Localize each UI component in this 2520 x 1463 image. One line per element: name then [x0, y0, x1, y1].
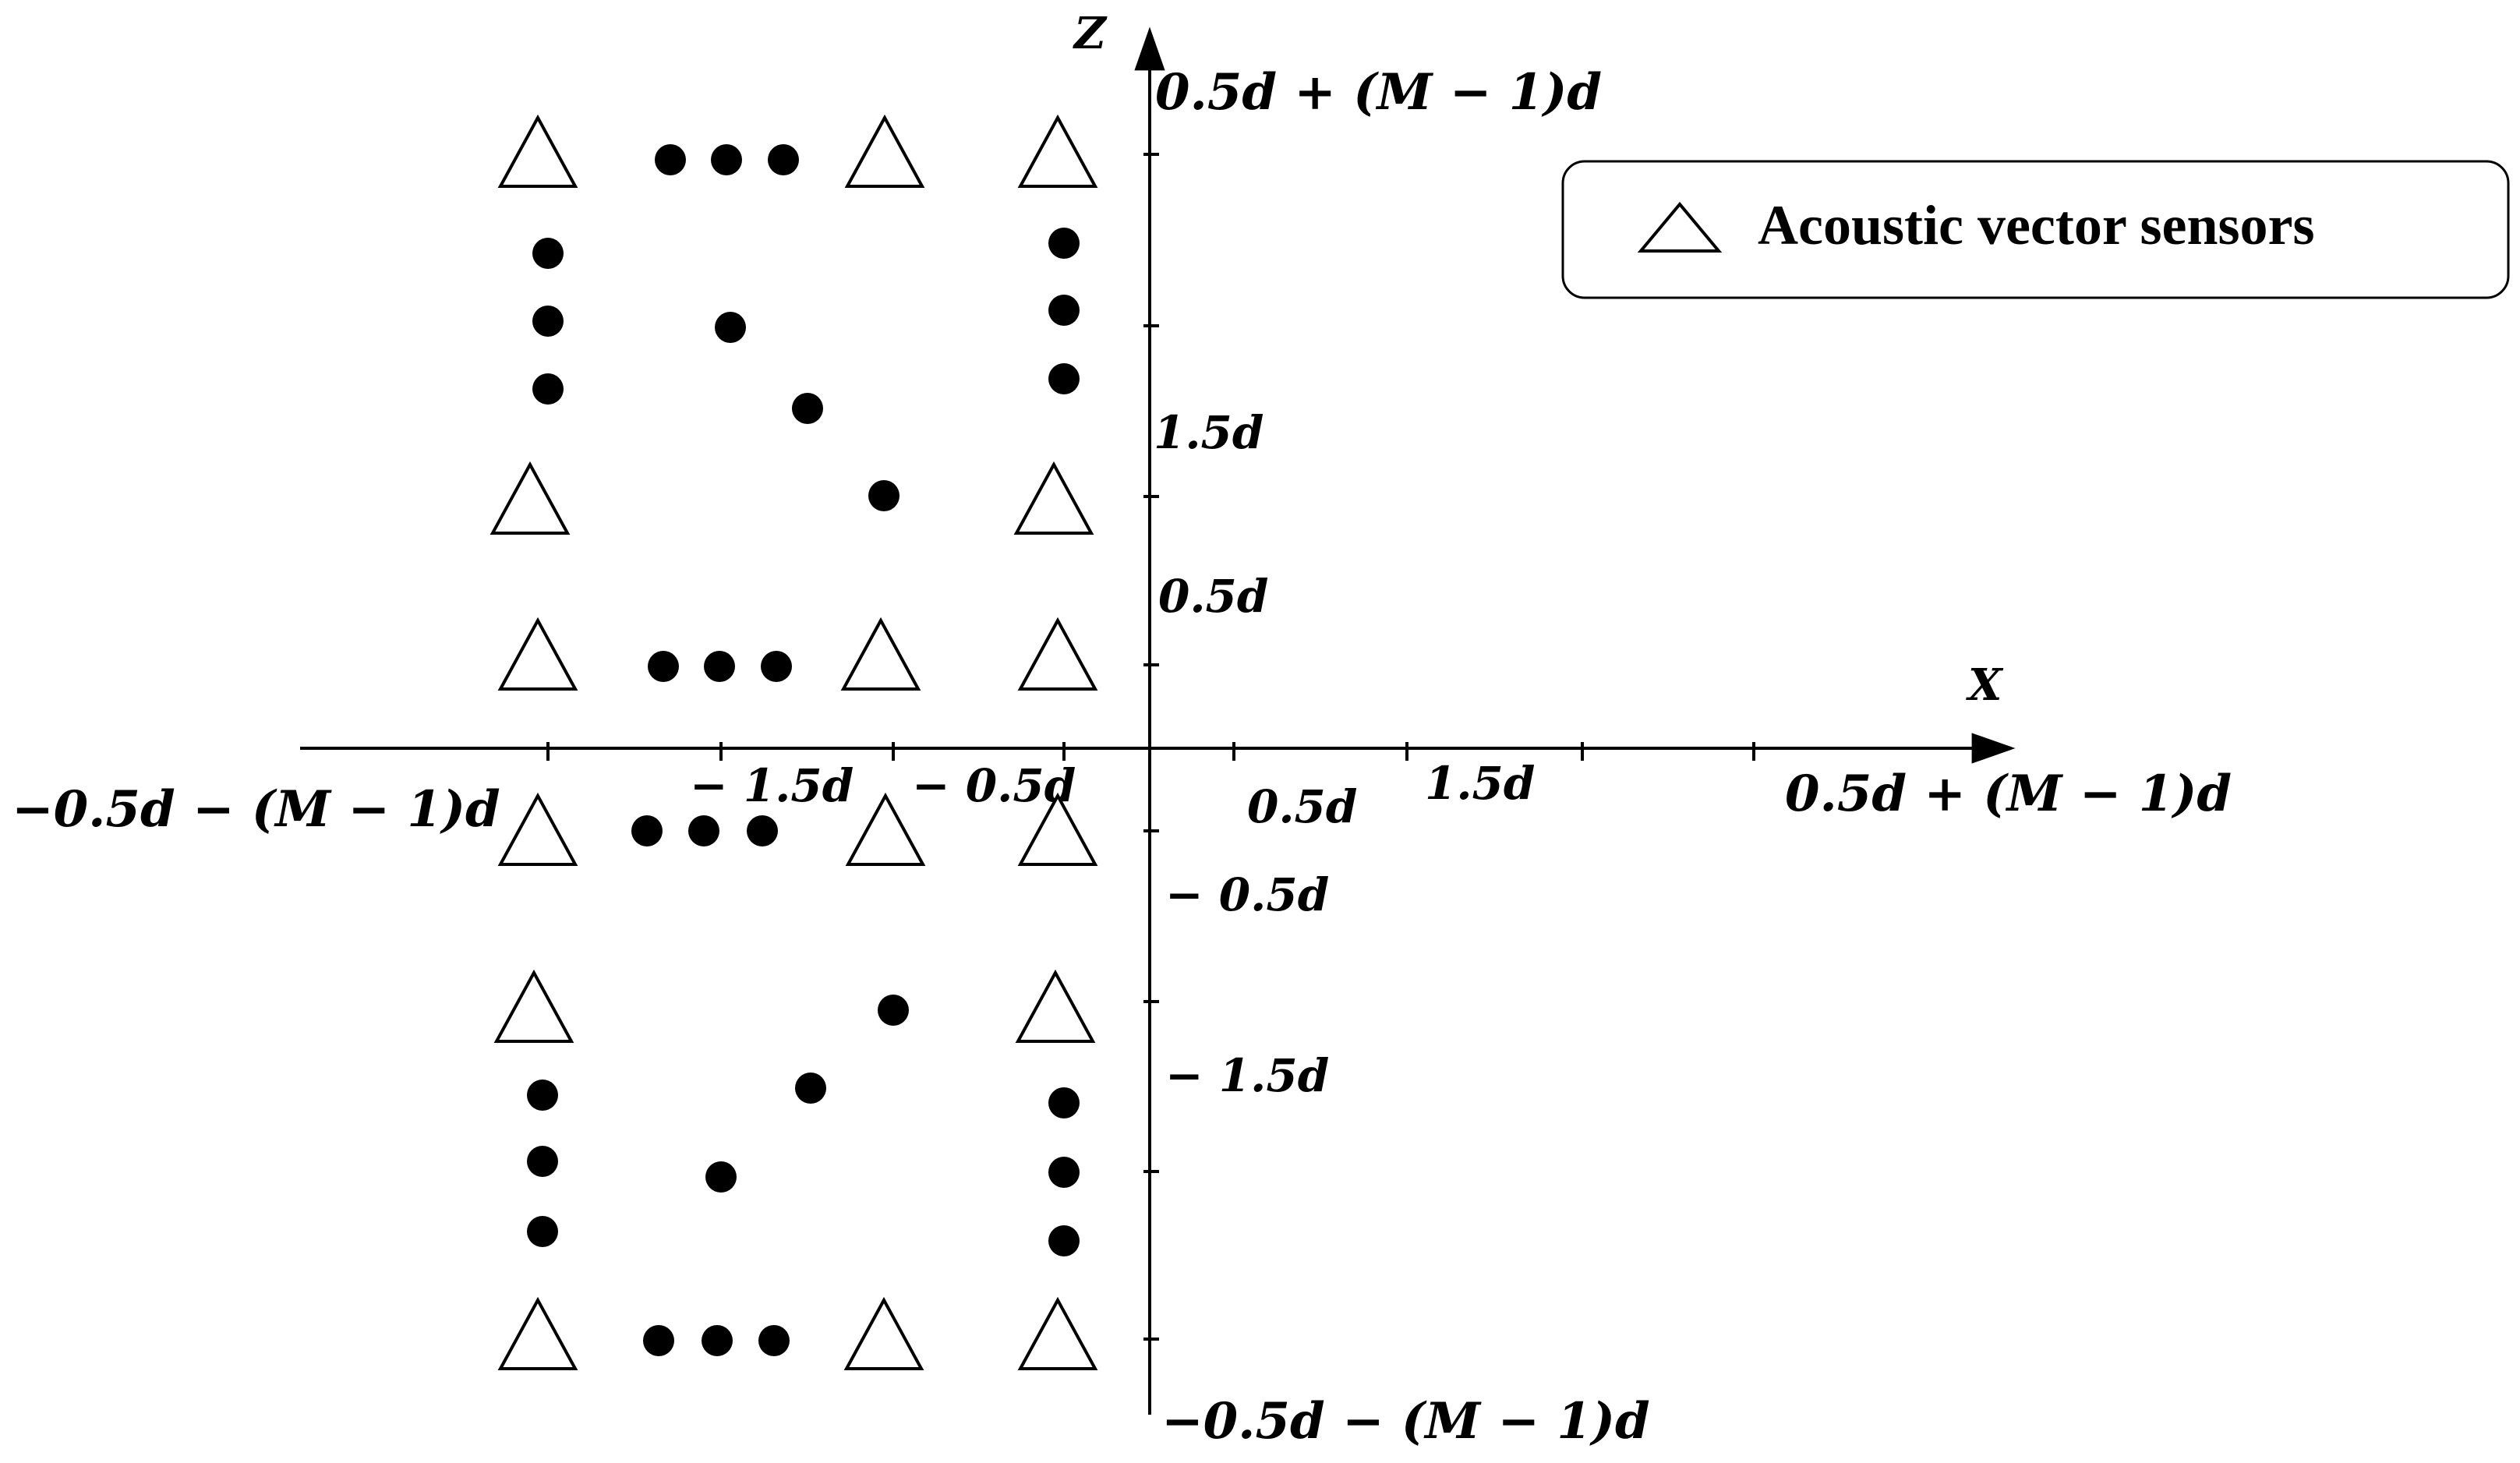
triangle-outline-icon	[1637, 201, 1723, 253]
filled-dot-icon	[768, 144, 799, 175]
z-tick-label-neg-0-5: − 0.5d	[1165, 868, 1329, 921]
z-tick-label-neg-1-5: − 1.5d	[1165, 1049, 1329, 1102]
triangle-outline-icon	[497, 792, 578, 866]
filled-dot-icon	[643, 1325, 674, 1356]
filled-dot-icon	[711, 144, 742, 175]
filled-dot-icon	[758, 1325, 790, 1356]
legend: Acoustic vector sensors	[1561, 160, 2510, 299]
sensor-markers	[490, 114, 1098, 1370]
z-tick-label-pos-outer: 0.5d + (M − 1)d	[1155, 63, 1602, 122]
filled-dot-icon	[631, 815, 663, 846]
filled-dot-icon	[1048, 228, 1080, 259]
triangle-outline-icon	[497, 617, 578, 691]
x-tick-label-neg-0-5: − 0.5d	[912, 759, 1076, 812]
filled-dot-icon	[792, 393, 823, 424]
filled-dot-icon	[761, 651, 792, 682]
axes: X Z	[300, 8, 2016, 1415]
filled-dot-icon	[702, 1325, 733, 1356]
triangle-outline-icon	[493, 969, 574, 1043]
triangle-outline-icon	[1017, 114, 1098, 188]
filled-dot-icon	[655, 144, 686, 175]
filled-dot-icon	[878, 995, 909, 1026]
filled-dot-icon	[527, 1080, 558, 1111]
legend-sensor-label: Acoustic vector sensors	[1758, 194, 2315, 256]
x-tick-label-neg-outer: −0.5d − (M − 1)d	[12, 780, 500, 839]
x-tick-label-pos-1-5: 1.5d	[1425, 757, 1535, 810]
filled-dot-icon	[527, 1146, 558, 1177]
z-tick-labels: 0.5d + (M − 1)d 1.5d 0.5d − 0.5d − 1.5d …	[1154, 63, 1650, 1451]
filled-dot-icon	[747, 815, 778, 846]
ellipsis-dots	[527, 144, 1080, 1356]
z-tick-label-neg-outer: −0.5d − (M − 1)d	[1161, 1392, 1650, 1451]
filled-dot-icon	[532, 238, 564, 269]
filled-dot-icon	[705, 1161, 737, 1193]
filled-dot-icon	[795, 1073, 826, 1104]
legend-box	[1561, 160, 2510, 299]
z-tick-label-pos-1-5: 1.5d	[1154, 406, 1264, 459]
x-axis-ticks	[546, 742, 1755, 761]
filled-dot-icon	[527, 1216, 558, 1247]
z-axis-name: Z	[1073, 8, 1108, 59]
x-tick-label-pos-0-5: 0.5d	[1247, 780, 1357, 833]
filled-dot-icon	[1048, 1087, 1080, 1118]
triangle-outline-icon	[844, 114, 925, 188]
triangle-outline-icon	[497, 114, 578, 188]
triangle-outline-icon	[497, 1296, 578, 1370]
x-axis-name: X	[1966, 659, 2004, 711]
filled-dot-icon	[532, 306, 564, 337]
triangle-outline-icon	[1017, 792, 1098, 866]
filled-dot-icon	[1048, 1157, 1080, 1188]
filled-dot-icon	[532, 373, 564, 405]
filled-dot-icon	[1048, 363, 1080, 394]
filled-dot-icon	[1048, 295, 1080, 326]
filled-dot-icon	[648, 651, 679, 682]
filled-dot-icon	[1048, 1225, 1080, 1256]
triangle-outline-icon	[1017, 1296, 1098, 1370]
triangle-outline-icon	[1013, 461, 1094, 535]
filled-dot-icon	[868, 480, 899, 511]
triangle-outline-icon	[840, 617, 921, 691]
filled-dot-icon	[715, 312, 746, 343]
z-axis-ticks	[1143, 153, 1159, 1341]
filled-dot-icon	[704, 651, 735, 682]
filled-dot-icon	[688, 815, 719, 846]
triangle-outline-icon	[1017, 617, 1098, 691]
triangle-outline-icon	[845, 792, 926, 866]
triangle-outline-icon	[490, 461, 571, 535]
triangle-outline-icon	[843, 1296, 924, 1370]
z-tick-label-pos-0-5: 0.5d	[1158, 570, 1268, 623]
x-tick-label-pos-outer: 0.5d + (M − 1)d	[1785, 765, 2232, 823]
x-tick-labels: −0.5d − (M − 1)d − 1.5d − 0.5d 0.5d 1.5d…	[12, 757, 2232, 839]
x-tick-label-neg-1-5: − 1.5d	[690, 759, 854, 812]
triangle-outline-icon	[1015, 969, 1096, 1043]
